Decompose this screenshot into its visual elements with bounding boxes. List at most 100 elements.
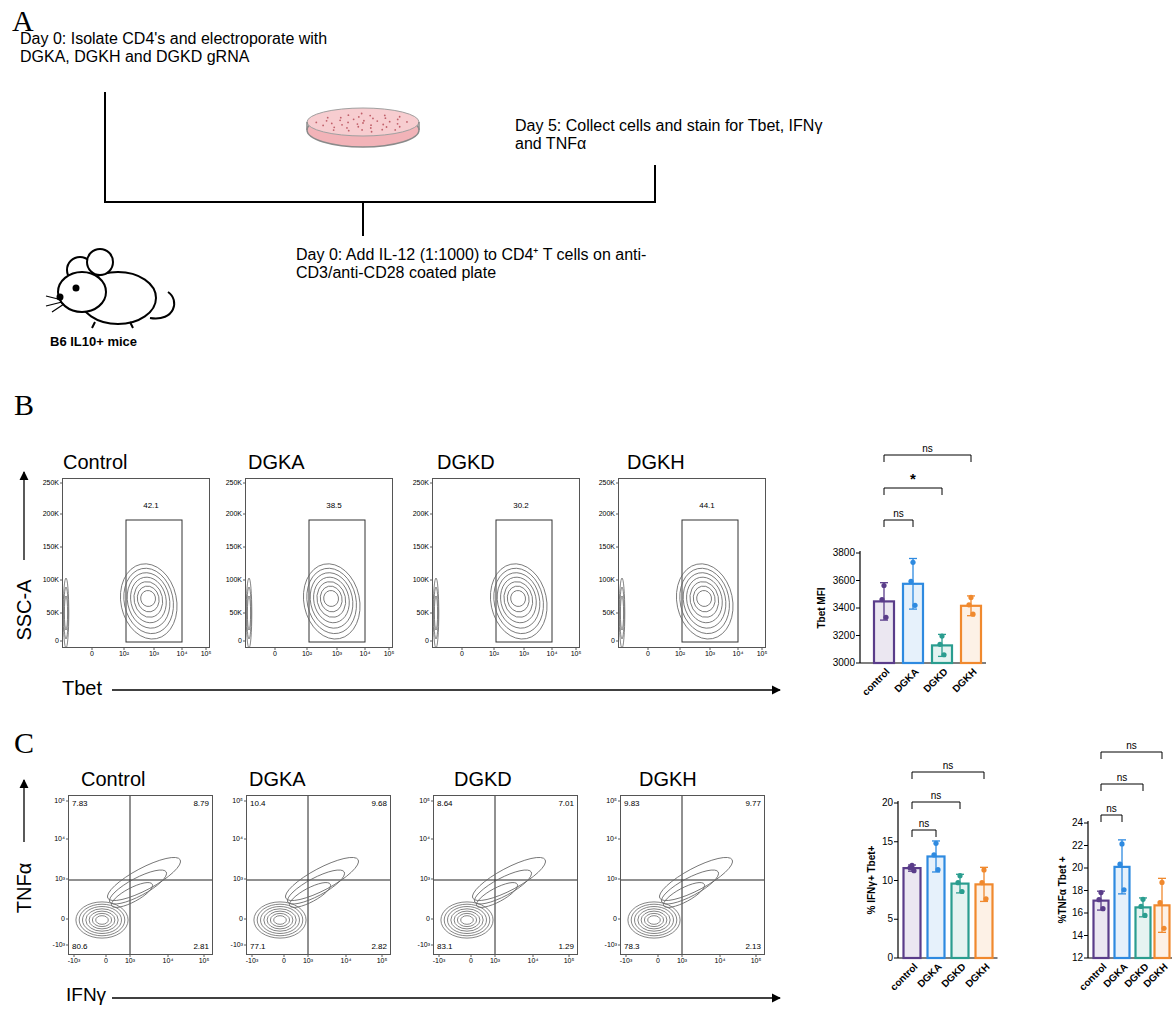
tick-label: 50K	[230, 609, 242, 617]
significance-bracket	[984, 772, 985, 779]
data-point	[979, 880, 984, 885]
tick-label: 0	[887, 952, 893, 964]
tick-label: 3600	[833, 575, 855, 587]
quadrant-line	[68, 880, 213, 881]
tick-label: 100K	[599, 576, 615, 584]
tick-label: 10⁵	[564, 957, 575, 965]
quadrant-percent: 83.1	[437, 942, 453, 951]
protocol-step: Day 0: Isolate CD4's and electroporate w…	[20, 30, 360, 67]
quadrant-percent: 8.64	[437, 799, 453, 808]
tick-mark	[762, 648, 763, 650]
significance-bracket	[936, 830, 937, 837]
tick-label: 16	[1072, 907, 1083, 919]
tick-label: 50K	[47, 609, 59, 617]
plot-title: DGKA	[248, 451, 305, 474]
axis-line	[1087, 821, 1088, 958]
data-point	[941, 652, 946, 657]
data-point	[1157, 900, 1162, 905]
tick-label: 10²	[489, 650, 499, 658]
bar-chart	[894, 772, 998, 958]
tick-mark	[894, 958, 898, 959]
tick-label: 24	[1072, 817, 1083, 829]
tick-label: 50K	[603, 609, 615, 617]
tick-label: 20	[882, 797, 893, 809]
protocol-step: Day 5: Collect cells and stain for Tbet,…	[515, 117, 845, 154]
culture-dish	[307, 108, 419, 147]
data-point	[883, 615, 888, 620]
tick-mark	[1084, 935, 1088, 936]
tick-mark	[856, 663, 860, 664]
tick-label: 0	[282, 957, 286, 965]
tick-mark	[576, 648, 577, 650]
tick-mark	[1084, 823, 1088, 824]
data-point	[1098, 890, 1103, 895]
tick-label: 10⁵	[232, 797, 243, 805]
data-point	[933, 841, 938, 846]
tick-label: 100K	[43, 576, 59, 584]
tick-label: -10³	[605, 941, 617, 949]
tick-label: 10⁵	[419, 797, 430, 805]
tick-label: 3200	[833, 630, 855, 642]
data-point	[1161, 926, 1166, 931]
tick-label: 50K	[417, 609, 429, 617]
tick-label: 10⁴	[232, 835, 243, 843]
tick-mark	[756, 955, 757, 957]
tick-mark	[494, 648, 495, 650]
bar	[961, 606, 981, 663]
category-label: DGKH	[963, 961, 992, 990]
tick-label: 22	[1072, 840, 1083, 852]
tick-label: 0	[460, 650, 464, 658]
axis-title: %TNFα Tbet +	[1057, 857, 1069, 924]
tick-label: 250K	[413, 479, 429, 487]
tick-label: 10⁵	[54, 797, 65, 805]
data-point	[970, 612, 975, 617]
tick-mark	[74, 955, 75, 957]
flow-plot: DGKH44.1	[618, 478, 766, 648]
flow-plot: DGKH9.839.7778.32.13	[620, 795, 765, 955]
flow-plot: Control42.1	[62, 478, 210, 648]
error-bar	[1121, 840, 1122, 894]
tick-label: 200K	[413, 510, 429, 518]
significance-mark: ns	[943, 760, 954, 772]
tick-label: 10⁵	[571, 650, 582, 658]
tick-label: 10⁴	[733, 650, 744, 658]
flow-contours	[63, 520, 765, 955]
data-point	[959, 889, 964, 894]
tick-label: 10⁴	[163, 957, 174, 965]
plot-title: Control	[63, 451, 127, 474]
category-label: control	[888, 961, 920, 993]
data-point	[1100, 906, 1105, 911]
data-point	[911, 868, 916, 873]
axis-title: Tbet MFI	[816, 587, 828, 628]
significance-bracket	[1143, 784, 1144, 791]
mouse-strain: B6 IL10+ mice	[50, 335, 137, 350]
data-point	[910, 560, 915, 565]
error-bar	[912, 559, 913, 610]
tick-mark	[856, 608, 860, 609]
plot-title: DGKH	[627, 451, 685, 474]
mouse-icon	[46, 249, 174, 328]
tick-mark	[154, 648, 155, 650]
tick-mark	[856, 553, 860, 554]
significance-mark: *	[910, 470, 916, 487]
bar	[1094, 901, 1109, 958]
significance-bracket	[1101, 784, 1143, 785]
tick-label: 10³	[420, 875, 430, 883]
tick-mark	[682, 955, 683, 957]
tick-label: -10³	[418, 941, 430, 949]
tick-mark	[495, 955, 496, 957]
tick-label: 0	[469, 957, 473, 965]
tick-mark	[738, 648, 739, 650]
data-point	[908, 579, 913, 584]
significance-bracket	[942, 488, 943, 495]
tick-label: 250K	[226, 479, 242, 487]
tick-marks	[60, 483, 762, 957]
timeline-bracket	[104, 92, 656, 236]
plot-title: Control	[81, 768, 145, 791]
plot-title: DGKA	[249, 768, 306, 791]
data-point	[981, 867, 986, 872]
tick-mark	[346, 955, 347, 957]
tick-mark	[1084, 845, 1088, 846]
tick-label: 10³	[519, 650, 529, 658]
category-label: control	[860, 666, 892, 698]
